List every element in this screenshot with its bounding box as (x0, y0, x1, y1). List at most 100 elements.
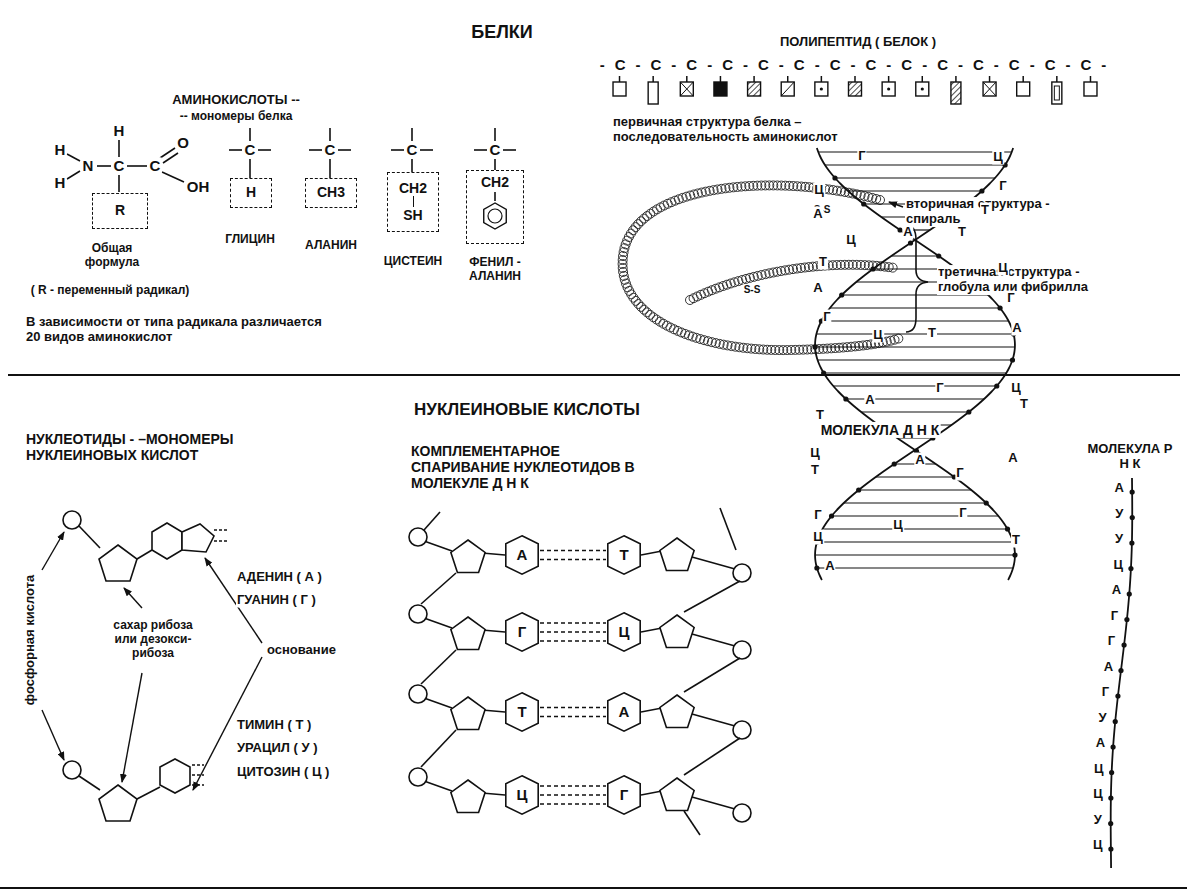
nitrogen-base: Т (505, 692, 539, 732)
nucleotide-drawing (63, 511, 228, 821)
line-stroke (424, 618, 452, 628)
circle-stroke (894, 334, 903, 343)
text-label: первичная структура белка – последовател… (612, 115, 862, 145)
line-stroke (79, 526, 100, 548)
radical-box: R (92, 193, 148, 229)
text-label: третичная структура - глобула или фибрил… (937, 265, 1117, 295)
base-letter: Т (1011, 533, 1021, 548)
circle-stroke (631, 296, 640, 305)
polygon-stroke (451, 540, 485, 573)
line-stroke (192, 764, 204, 766)
line-stroke (815, 346, 1015, 347)
circle-stroke (733, 641, 751, 659)
line-stroke (876, 476, 955, 477)
rect-stroke (916, 82, 929, 96)
text-label: -C-C-C-C-C-C-C-C-C-C-C-C-C-C- (599, 56, 1118, 73)
circle-stroke (649, 313, 658, 322)
node-text: А (619, 704, 630, 721)
line-stroke (494, 192, 496, 201)
base-letter: Г (1101, 685, 1110, 700)
circle-stroke (1129, 540, 1134, 545)
circle-stroke (843, 396, 848, 401)
line-stroke (684, 658, 740, 692)
base-letter: Т (1019, 397, 1029, 412)
base-letter: А (812, 281, 823, 296)
circle-stroke (921, 87, 924, 90)
circle-stroke (634, 299, 643, 308)
text-label: НУКЛЕОТИДЫ - –МОНОМЕРЫ НУКЛЕИНОВЫХ КИСЛО… (25, 431, 253, 463)
circle-stroke (821, 370, 826, 375)
line-stroke (329, 128, 331, 141)
circle-stroke (656, 203, 665, 212)
text-label: S-S (743, 284, 762, 296)
node-text: Ц (619, 624, 630, 641)
line-stroke (192, 774, 204, 776)
circle-stroke (1010, 357, 1015, 362)
line-stroke (67, 171, 80, 179)
circle-stroke (832, 175, 837, 180)
text-label: фосфорная кислота (23, 574, 38, 707)
text-label: НУКЛЕИНОВЫЕ КИСЛОТЫ (413, 400, 641, 420)
radical-box: CH3 (305, 178, 357, 208)
base-letter: Ц (809, 446, 821, 461)
nitrogen-base: Г (505, 612, 539, 652)
polygon-stroke (660, 615, 694, 648)
line-stroke (983, 82, 996, 96)
line-stroke (67, 154, 80, 161)
radical-box: CH2 (466, 170, 524, 244)
line-stroke (79, 776, 100, 790)
circle-stroke (63, 761, 81, 779)
circle-stroke (629, 293, 638, 302)
hydrogen-bond (540, 794, 606, 796)
circle-stroke (409, 528, 427, 546)
line-stroke (844, 502, 986, 503)
base-letter: Т (818, 255, 828, 270)
line-stroke (753, 76, 755, 82)
base-letter: Ц (812, 530, 824, 545)
text-label: основание (266, 643, 337, 658)
text-label: ПОЛИПЕПТИД ( БЕЛОК ) (779, 35, 937, 50)
line-stroke (692, 634, 735, 646)
rect-stroke (951, 82, 961, 104)
line-stroke (421, 650, 456, 684)
circle-stroke (1121, 642, 1126, 647)
line-stroke (97, 165, 111, 167)
line-stroke (1090, 76, 1092, 82)
hydrogen-bond (540, 559, 606, 561)
circle-stroke (626, 229, 635, 238)
circle-stroke (488, 209, 502, 223)
rect-stroke (748, 82, 761, 96)
base-letter: Ц (1112, 557, 1124, 572)
circle-stroke (1127, 591, 1132, 596)
line-stroke (989, 76, 991, 82)
circle-stroke (1118, 668, 1123, 673)
node-text: Г (518, 624, 527, 641)
circle-stroke (1005, 526, 1010, 531)
hexagon-outline (608, 776, 640, 814)
line-stroke (815, 554, 1015, 555)
text-label: C (113, 157, 126, 174)
rect-stroke (781, 82, 794, 96)
line-stroke (42, 710, 64, 760)
line-stroke (411, 159, 413, 172)
text-label: ГУАНИН ( Г ) (236, 593, 317, 608)
circle-stroke (1108, 795, 1113, 800)
circle-stroke (640, 214, 649, 223)
text-label: OH (186, 178, 211, 195)
line-stroke (192, 784, 204, 786)
circle-stroke (63, 511, 81, 529)
line-stroke (830, 307, 1000, 308)
text-label: сахар рибоза или дезокси- рибоза (105, 619, 201, 660)
line-stroke (817, 567, 1013, 568)
line-stroke (1022, 76, 1024, 82)
text-label: O (176, 134, 190, 151)
line-stroke (641, 791, 662, 795)
node-text: CH3 (317, 185, 345, 200)
node-text: Г (620, 787, 629, 804)
line-stroke (641, 708, 662, 712)
nitrogen-base: Т (607, 535, 641, 575)
line-stroke (833, 385, 997, 386)
text-label: C (406, 141, 419, 158)
line-stroke (124, 588, 142, 608)
text-label: C (324, 141, 337, 158)
